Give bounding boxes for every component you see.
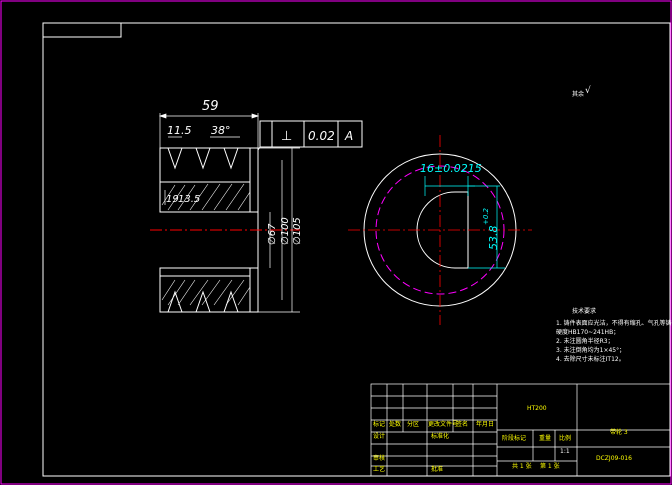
tb-label-weight: 重量 (539, 434, 551, 442)
roughness-note: 其余 (572, 90, 584, 98)
title-sheet-no: 第 1 张 (540, 462, 560, 470)
section-dimensions (158, 113, 300, 313)
section-hatching (160, 181, 251, 306)
tech-requirements: 技术要求 1. 铸件表面应光洁，不得有缩孔、气孔等铸造缺陷 硬度HB170~24… (556, 307, 672, 363)
title-block (370, 383, 671, 477)
tb-label-design: 设计 (373, 432, 385, 440)
tech-req-item-4: 3. 未注倒角均为1×45°； (556, 346, 625, 354)
tech-req-item-3: 2. 未注圆角半径R3； (556, 337, 614, 345)
drawing-no-box (42, 22, 122, 38)
tech-req-item-1: 1. 铸件表面应光洁，不得有缩孔、气孔等铸造缺陷 (556, 319, 672, 327)
drawing-frame (42, 22, 671, 477)
dim-pitch-2: 13.5 (178, 194, 200, 205)
dim-keyway-width: 16±0.0215 (420, 162, 482, 175)
title-drawing-no: DCZJ09-016 (596, 455, 632, 462)
tb-label-approve: 批准 (431, 465, 443, 473)
dim-dia-pitch: ∅100 (280, 217, 291, 245)
tolerance-frame: ⊥ 0.02 A (257, 120, 363, 151)
tb-label-scale: 比例 (559, 434, 571, 442)
keyway-dimensions (424, 176, 505, 269)
dim-groove-angle: 38° (211, 124, 231, 137)
dim-overall-width: 59 (202, 99, 219, 114)
tb-label-stage: 阶段标记 (502, 434, 526, 442)
tolerance-symbol: ⊥ (281, 129, 292, 144)
dim-dia-bore: ∅67 (267, 223, 278, 245)
tolerance-value: 0.02 (308, 129, 335, 143)
roughness-symbol: √ (585, 85, 591, 96)
dim-pitch: 19 (166, 194, 179, 205)
lower-grooves (160, 290, 250, 313)
upper-grooves (160, 147, 250, 170)
title-material: HT200 (527, 405, 547, 412)
tb-label-count: 处数 (389, 420, 401, 428)
tech-req-title: 技术要求 (572, 307, 596, 315)
tb-label-review: 审核 (373, 454, 385, 462)
tb-label-date: 年月日 (476, 420, 494, 428)
dim-keyway-depth-tol: +0.2 (482, 207, 490, 225)
tb-label-mark: 标记 (373, 420, 385, 428)
tech-req-item-2: 硬度HB170~241HB； (556, 328, 619, 336)
bore-with-keyway (416, 191, 469, 269)
tolerance-datum: A (344, 129, 353, 143)
dim-keyway-depth: 53.8 (487, 226, 500, 251)
dim-groove-top: 11.5 (167, 124, 192, 137)
tb-label-process: 工艺 (373, 465, 385, 473)
front-view (348, 135, 532, 325)
title-sheet-total: 共 1 张 (512, 462, 532, 470)
title-part-name: 带轮 3 (610, 428, 628, 436)
tb-label-change-doc: 更改文件号 (428, 420, 458, 428)
title-scale: 1:1 (560, 448, 570, 455)
tb-label-standard: 标准化 (431, 432, 449, 440)
tech-req-item-5: 4. 去除尺寸未标注IT12。 (556, 355, 625, 363)
tb-label-zone: 分区 (407, 420, 419, 428)
dim-dia-outer: ∅105 (292, 217, 303, 245)
tb-label-sign: 签名 (456, 420, 468, 428)
